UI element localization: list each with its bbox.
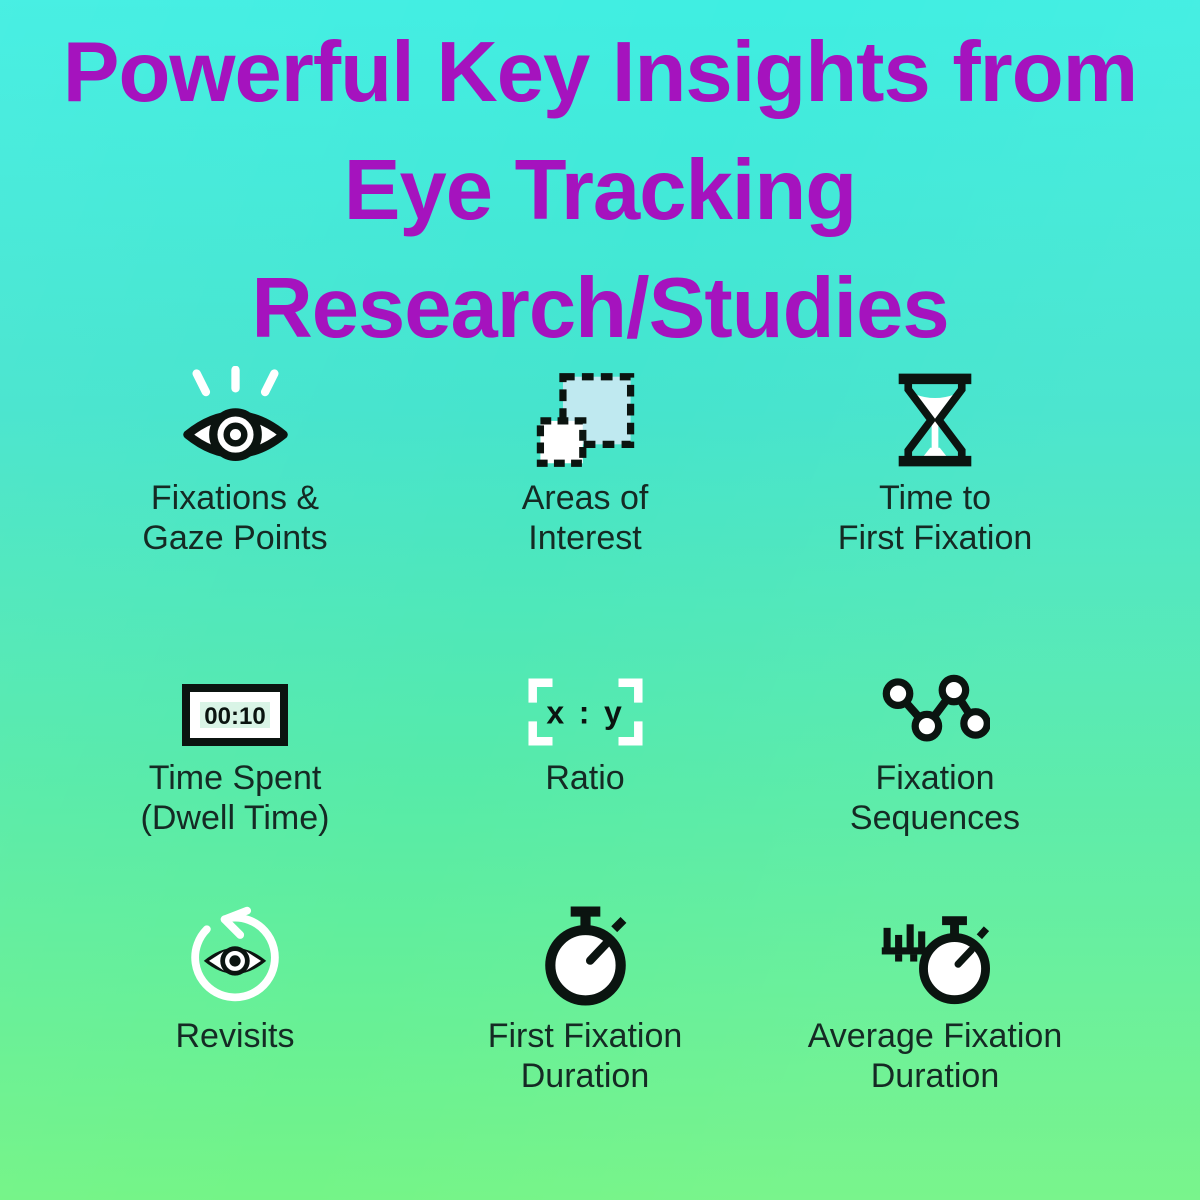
grid-item-time-spent: 00:10 Time Spent (Dwell Time) [60, 640, 410, 870]
item-label: Time to First Fixation [837, 479, 1033, 557]
item-label: Ratio [545, 759, 625, 797]
title-line-3: Research/Studies [251, 261, 949, 356]
page-title: Powerful Key Insights from Eye Tracking … [0, 0, 1200, 368]
dwell-timer-icon: 00:10 [182, 640, 288, 746]
title-line-1: Powerful Key Insights from [62, 25, 1138, 120]
grid-item-ratio: x : y Ratio [410, 640, 760, 870]
revisit-eye-icon [183, 870, 287, 1006]
item-label: Fixations & Gaze Points [142, 479, 328, 557]
hourglass-icon [892, 348, 978, 468]
xy-ratio-icon: x : y [527, 640, 643, 746]
area-of-interest-icon [535, 348, 636, 468]
item-label: Revisits [175, 1017, 295, 1055]
title-line-2: Eye Tracking [343, 143, 857, 238]
ratio-text: x : y [546, 694, 624, 730]
grid-item-areas-of-interest: Areas of Interest [410, 348, 760, 640]
grid-item-fixation-sequences: Fixation Sequences [760, 640, 1110, 870]
stopwatch-barchart-icon [880, 870, 990, 1006]
fixation-sequence-icon [880, 640, 990, 746]
grid-item-average-fixation-duration: Average Fixation Duration [760, 870, 1110, 1200]
item-label: First Fixation Duration [487, 1017, 683, 1095]
stopwatch-icon [539, 870, 632, 1006]
grid-item-revisits: Revisits [60, 870, 410, 1200]
grid-item-first-fixation-duration: First Fixation Duration [410, 870, 760, 1200]
insights-grid: Fixations & Gaze Points Areas of Interes… [0, 348, 1200, 1200]
timer-value: 00:10 [204, 703, 265, 730]
eye-with-rays-icon [180, 348, 291, 468]
grid-item-fixations-gaze-points: Fixations & Gaze Points [60, 348, 410, 640]
grid-item-time-to-first-fixation: Time to First Fixation [760, 348, 1110, 640]
item-label: Fixation Sequences [849, 759, 1021, 837]
item-label: Average Fixation Duration [807, 1017, 1063, 1095]
item-label: Time Spent (Dwell Time) [140, 759, 330, 837]
item-label: Areas of Interest [521, 479, 649, 557]
